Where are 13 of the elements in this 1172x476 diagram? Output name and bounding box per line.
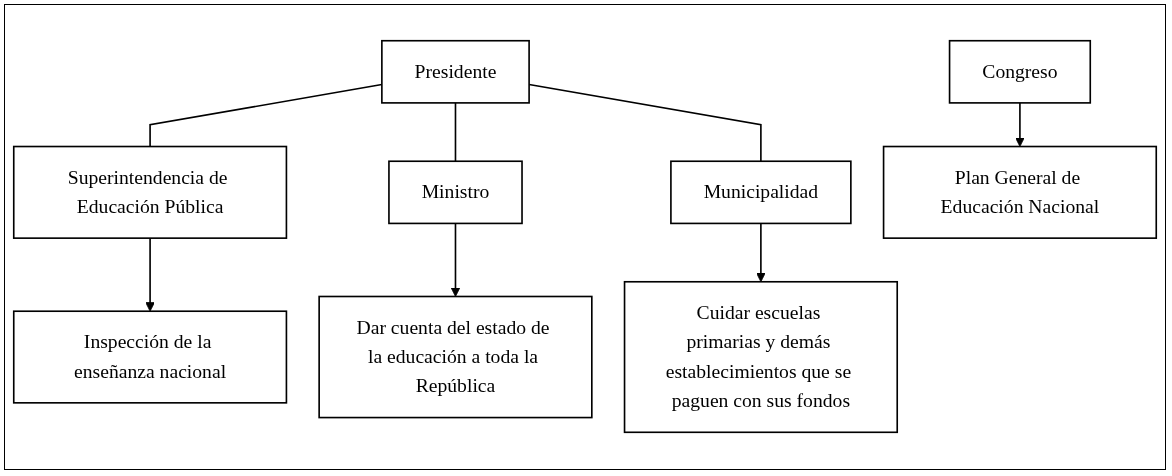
arrow [450,223,461,298]
connector [454,102,457,163]
node-box: Ministro [388,160,523,225]
node-box: Presidente [381,40,530,105]
node-box: Inspección de la enseñanza nacional [12,310,288,405]
node-box: Dar cuenta del estado de la educación a toda la República [318,296,593,419]
arrow [1015,102,1025,148]
arrow [756,223,766,283]
node-box: Plan General de Educación Nacional [882,146,1158,240]
node-box: Municipalidad [670,160,852,225]
node-box: Congreso [948,40,1092,105]
node-box: Cuidar escuelas primarias y demás establecimientos que se paguen con sus fondos [623,281,899,434]
node-box: Superintendencia de Educación Pública [12,146,288,240]
